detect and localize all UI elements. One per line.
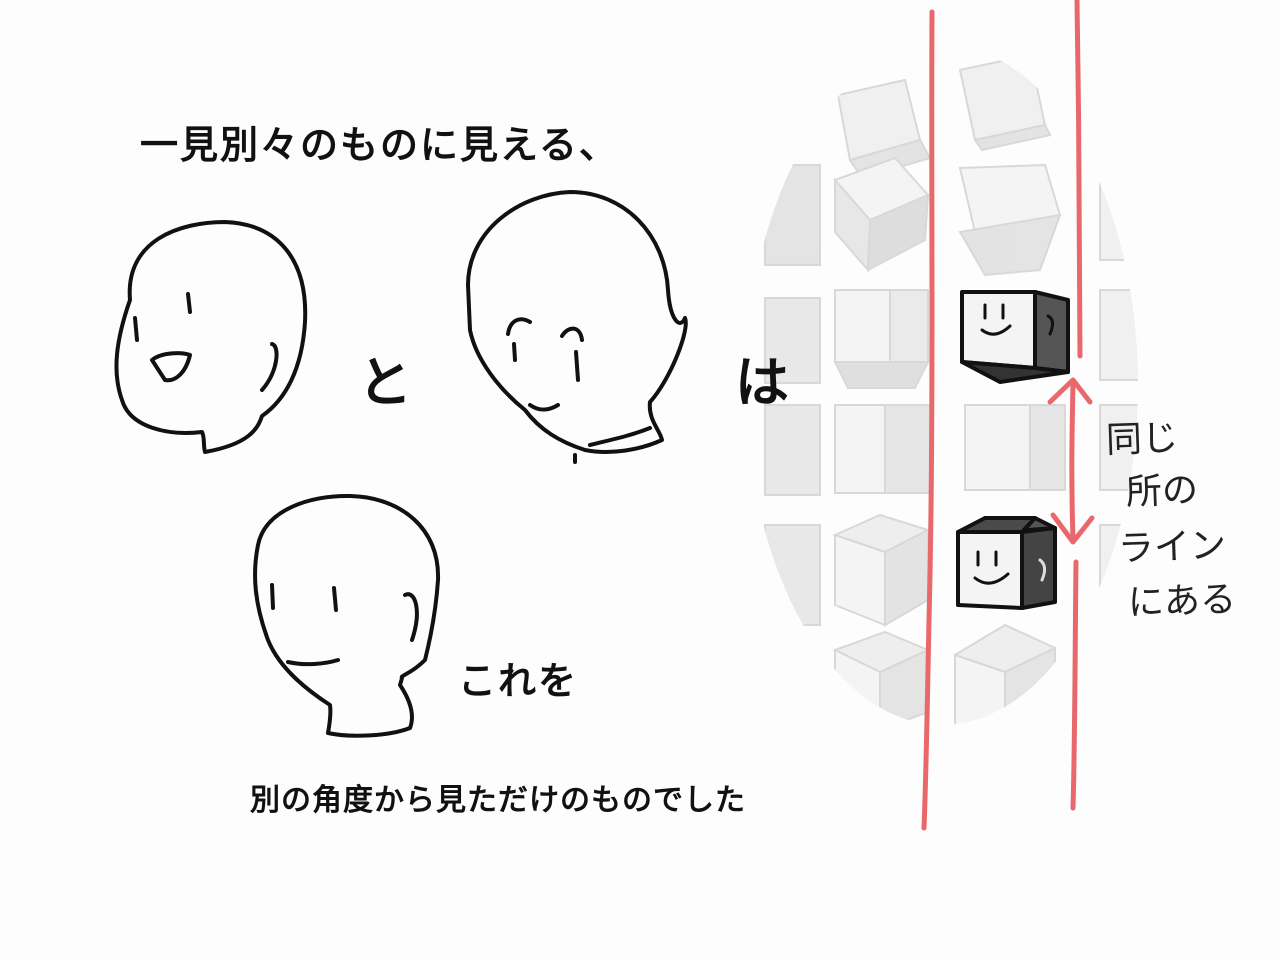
grid-cube (832, 630, 931, 725)
grid-cube (764, 404, 821, 496)
red-double-arrow (1047, 377, 1095, 545)
grid-cube (964, 404, 1066, 491)
grid-cube (764, 164, 821, 266)
grid-cube (958, 163, 1062, 277)
grid-cube (833, 289, 930, 389)
head-sketch-3 (253, 493, 441, 738)
grid-cube (764, 524, 821, 626)
conclusion-text: 別の角度から見ただけのものでした (250, 783, 746, 818)
grid-cube (958, 53, 1052, 152)
annotation-line-4: にある (1127, 579, 1237, 624)
red-guide-line-left (921, 9, 935, 831)
grid-cube (1099, 289, 1138, 381)
grid-cube (1099, 159, 1138, 261)
highlighted-cube-bottom (956, 516, 1057, 610)
annotation-line-1: 同じ (1105, 417, 1179, 462)
annotation-line-2: 所の (1125, 469, 1199, 514)
cube-grid (764, 53, 1138, 725)
head-sketch-2 (466, 190, 688, 464)
this-one-text: これを (458, 659, 579, 703)
head-sketch-1 (114, 220, 308, 454)
grid-cube (833, 156, 930, 273)
red-guide-line-right-top (1074, 0, 1083, 359)
red-guide-line-right-bottom (1070, 559, 1079, 811)
highlighted-cube-top (960, 290, 1070, 384)
heading-text: 一見別々のものに見える、 (140, 123, 619, 167)
grid-cube (952, 623, 1058, 725)
grid-cube (764, 297, 821, 384)
grid-cube (832, 513, 931, 627)
connector-to: と (358, 351, 412, 414)
connector-ha: は (735, 351, 789, 414)
grid-cube (834, 404, 931, 494)
annotation-line-3: ライン (1117, 525, 1227, 570)
grid-cube (1099, 69, 1138, 131)
